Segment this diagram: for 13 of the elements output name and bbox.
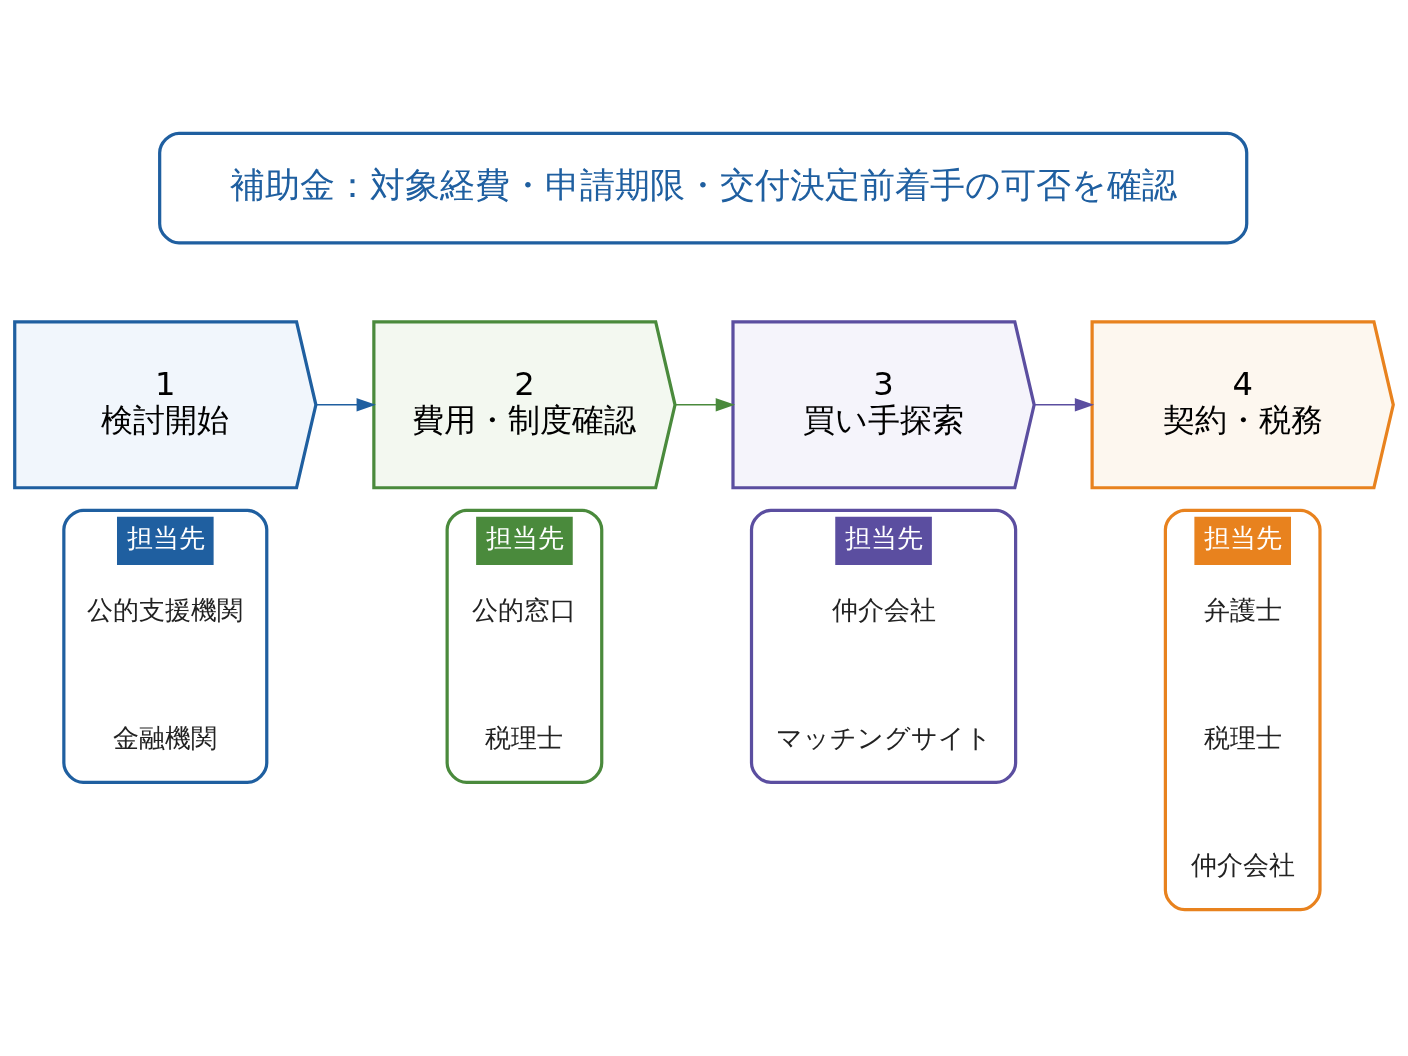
node-text: 公的支援機関 <box>87 595 244 626</box>
arrow <box>674 398 736 412</box>
node-box: 補助金：対象経費・申請期限・交付決定前着手の可否を確認 <box>158 131 1249 245</box>
arrow <box>315 398 376 412</box>
node-text: 仲介会社 <box>1190 849 1295 880</box>
node-text: 税理士 <box>485 722 564 753</box>
node-text: 仲介会社 <box>831 595 936 626</box>
node-text: 税理士 <box>1203 722 1282 753</box>
node-text: マッチングサイト <box>775 722 992 753</box>
node-text: 金融機関 <box>113 722 218 753</box>
node-text: 公的窓口 <box>472 595 577 626</box>
node-text: 弁護士 <box>1203 595 1282 626</box>
arrow <box>1033 398 1095 412</box>
